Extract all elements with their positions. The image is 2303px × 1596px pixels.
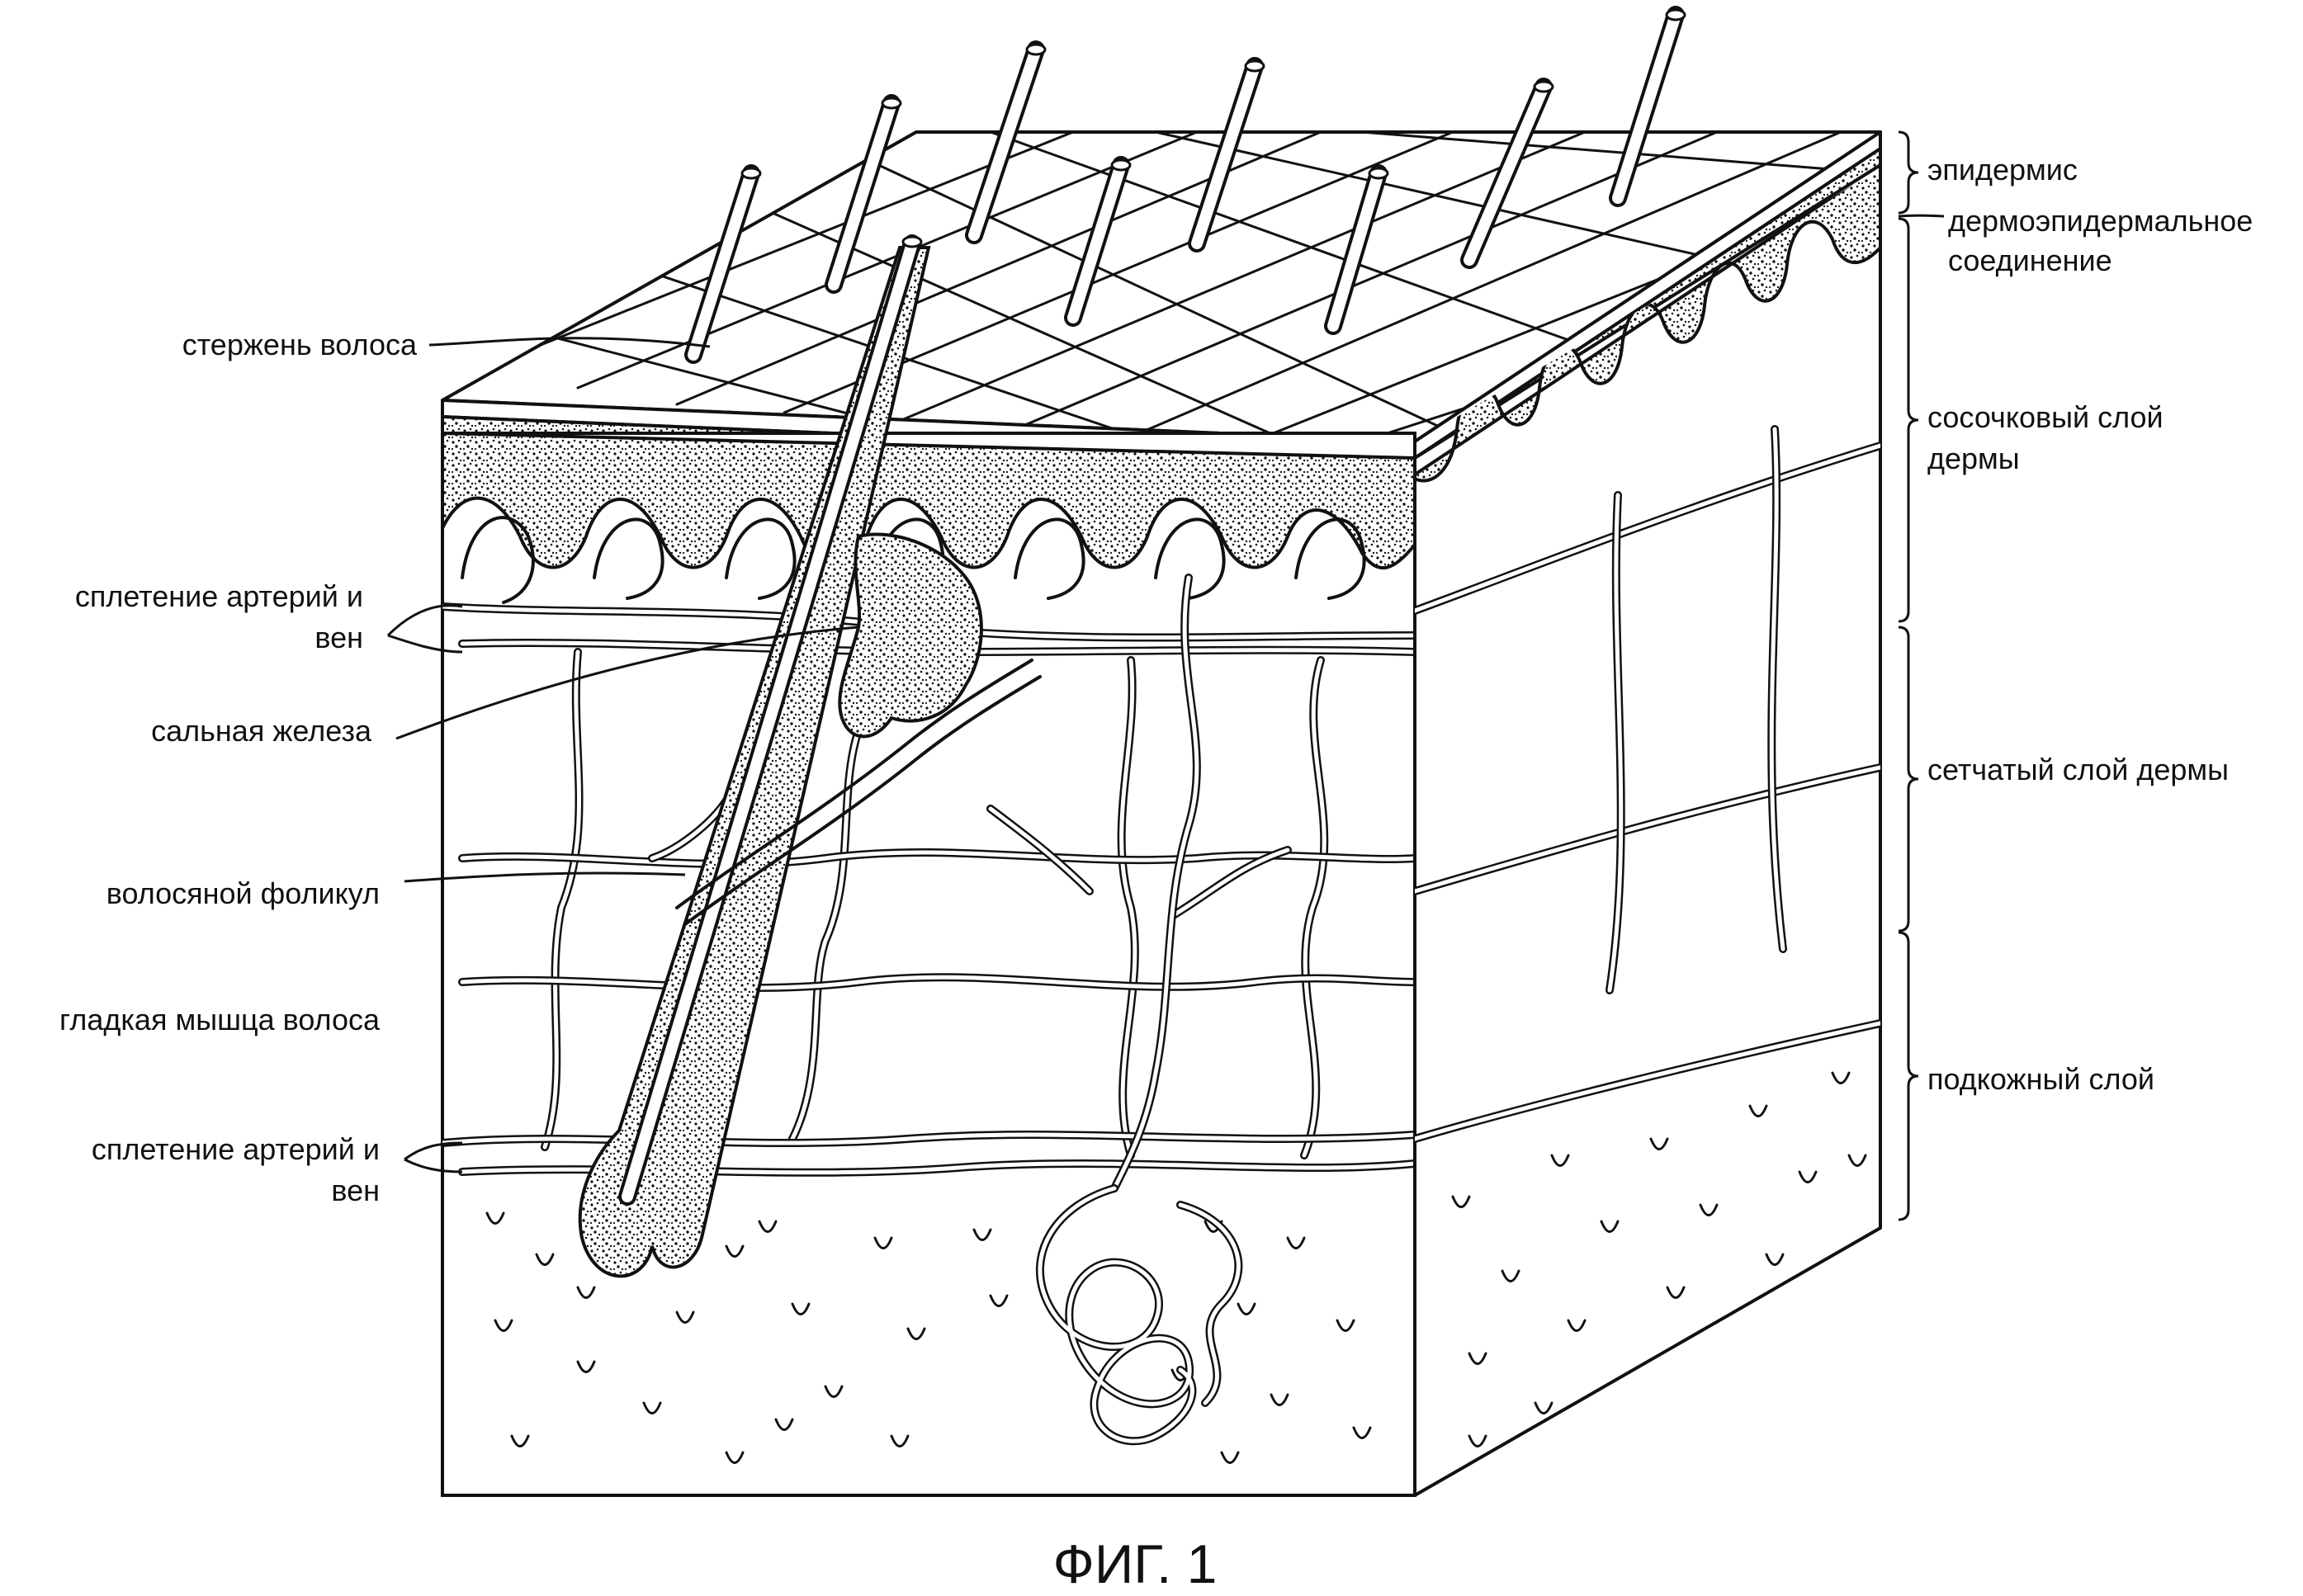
hair-shaft-8: [1609, 6, 1686, 207]
figure-caption: ФИГ. 1: [1053, 1533, 1218, 1594]
label-papillary-2: дермы: [1927, 441, 2020, 475]
hair-shaft-6: [1324, 164, 1389, 335]
brace-papillary: [1898, 217, 1919, 623]
label-hair-follicle: волосяной фоликул: [106, 876, 380, 910]
label-sebaceous-gland: сальная железа: [151, 714, 372, 748]
hair-shafts: [684, 6, 1686, 364]
hair-shaft-1: [684, 164, 762, 364]
papillary-dermis-front: [442, 431, 1415, 570]
left-labels: стержень волоса сплетение артерий и вен …: [59, 328, 859, 1207]
skin-block-side-face: [1413, 163, 1882, 1497]
right-labels: эпидермис дермоэпидермальное соединение …: [1898, 130, 2253, 1221]
label-reticular: сетчатый слой дермы: [1927, 753, 2229, 786]
subcutaneous-fat-marks: [485, 1211, 1372, 1464]
brace-subcutaneous: [1898, 931, 1919, 1221]
hair-shaft-7: [1460, 78, 1554, 269]
label-hair-shaft: стержень волоса: [182, 328, 418, 361]
brace-epidermis: [1898, 130, 1919, 215]
hair-shaft-4: [1064, 156, 1132, 327]
label-plexus-upper-1: сплетение артерий и: [75, 579, 363, 613]
hair-shaft-2: [825, 94, 902, 294]
hair-shaft-5: [1188, 57, 1265, 253]
sweat-gland: [1036, 574, 1243, 1446]
hair-shaft-3: [965, 40, 1047, 244]
label-papillary-1: сосочковый слой: [1927, 400, 2163, 434]
dermal-papillae-loops: [461, 516, 1366, 604]
reticular-vessels: [458, 648, 1415, 1159]
hair-follicle-assembly: [578, 234, 1042, 1278]
brace-reticular: [1898, 626, 1919, 933]
label-subcutaneous: подкожный слой: [1927, 1062, 2154, 1096]
label-dej-1: дермоэпидермальное: [1948, 204, 2253, 238]
label-plexus-lower-2: вен: [331, 1173, 380, 1207]
label-plexus-upper-2: вен: [314, 621, 363, 654]
label-epidermis: эпидермис: [1927, 153, 2078, 187]
label-dej-2: соединение: [1948, 243, 2112, 277]
hair-smooth-muscle: [675, 659, 1033, 909]
subcutaneous-fat-marks-side: [1451, 1071, 1867, 1447]
label-plexus-lower-1: сплетение артерий и: [92, 1132, 380, 1166]
label-hair-smooth-muscle: гладкая мышца волоса: [59, 1003, 381, 1036]
